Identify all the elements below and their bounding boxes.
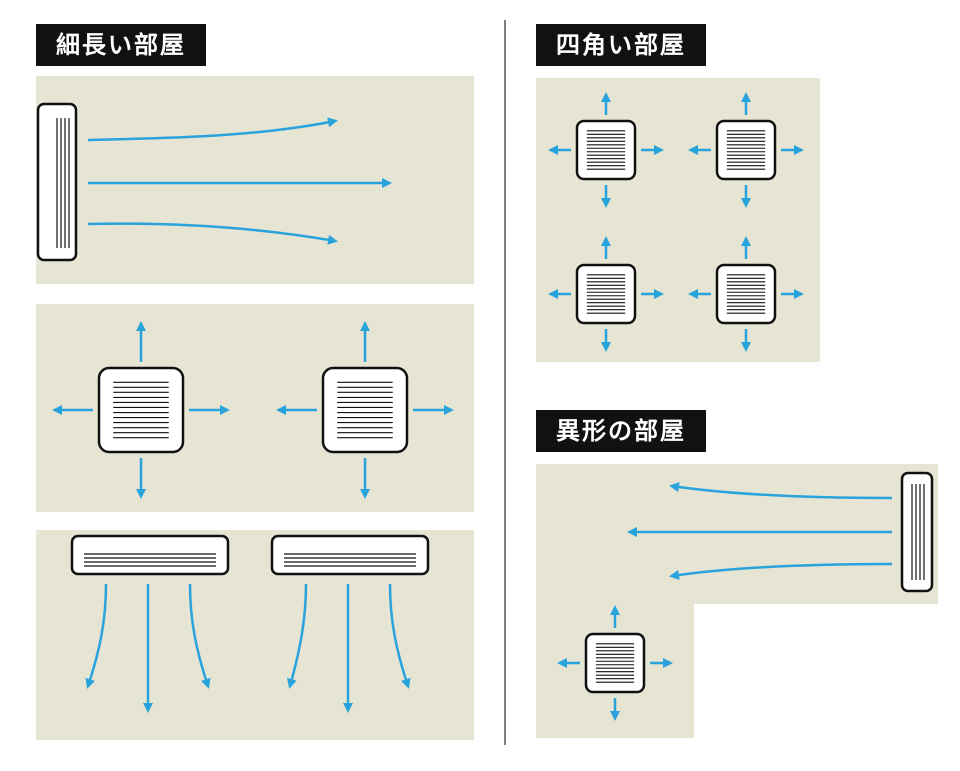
- ceiling-cassette-ac-icon: [688, 236, 804, 352]
- airflow-arrow-icon: [85, 583, 411, 713]
- ceiling-cassette-ac-icon: [548, 92, 664, 208]
- ceiling-cassette-ac-icon: [688, 92, 804, 208]
- wall-mounted-ac-icon: [270, 534, 430, 576]
- airflow-arrow-icon: [548, 92, 664, 208]
- airflow-arrow-icon: [52, 321, 230, 499]
- wall-mounted-ac-icon: [36, 102, 78, 262]
- square-room-title: 四角い部屋: [536, 24, 706, 66]
- airflow-arrow-icon: [688, 92, 804, 208]
- ceiling-cassette-ac-icon: [276, 321, 454, 499]
- wall-mounted-ac-icon: [70, 534, 230, 576]
- airflow-arrow-icon: [557, 605, 673, 721]
- ceiling-cassette-ac-icon: [557, 605, 673, 721]
- wall-mounted-ac-icon: [900, 471, 934, 593]
- irregular-room-panel: [536, 464, 938, 738]
- narrow-room-title: 細長い部屋: [36, 24, 206, 66]
- ceiling-cassette-ac-icon: [52, 321, 230, 499]
- airflow-arrow-icon: [87, 117, 392, 245]
- irregular-room-title: 異形の部屋: [536, 410, 706, 452]
- airflow-arrow-icon: [627, 482, 893, 580]
- airflow-arrow-icon: [276, 321, 454, 499]
- airflow-arrow-icon: [688, 236, 804, 352]
- airflow-arrow-icon: [548, 236, 664, 352]
- ceiling-cassette-ac-icon: [548, 236, 664, 352]
- narrow-room-panel-1: [36, 76, 474, 284]
